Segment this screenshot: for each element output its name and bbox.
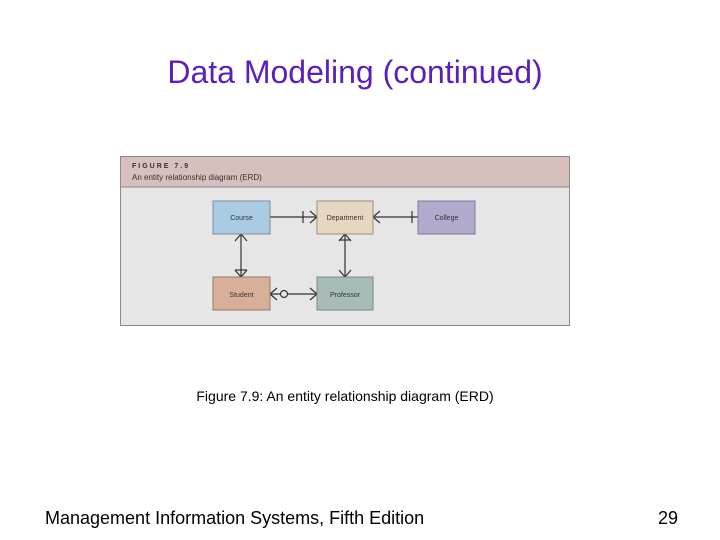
relationship-lines [234,210,418,301]
erd-figure: FIGURE 7.9 An entity relationship diagra… [120,156,570,326]
entity-student-label: Student [229,292,253,299]
entity-college-label: College [435,215,459,222]
entity-course: Course [212,200,271,235]
footer-text: Management Information Systems, Fifth Ed… [45,508,425,528]
figure-subtitle: An entity relationship diagram (ERD) [132,173,262,182]
entity-college: College [417,200,476,235]
entity-professor-label: Professor [330,292,361,299]
entity-student: Student [212,276,271,311]
entity-course-label: Course [230,215,253,222]
slide-title: Data Modeling (continued) [167,54,543,90]
erd-diagram: FIGURE 7.9 An entity relationship diagra… [120,156,570,326]
entity-professor: Professor [316,276,374,311]
page-number: 29 [657,508,678,528]
figure-header [121,157,569,187]
entity-department: Department [316,200,374,235]
figure-number: FIGURE 7.9 [132,163,190,170]
entity-department-label: Department [327,215,364,222]
figure-caption: Figure 7.9: An entity relationship diagr… [196,388,494,404]
